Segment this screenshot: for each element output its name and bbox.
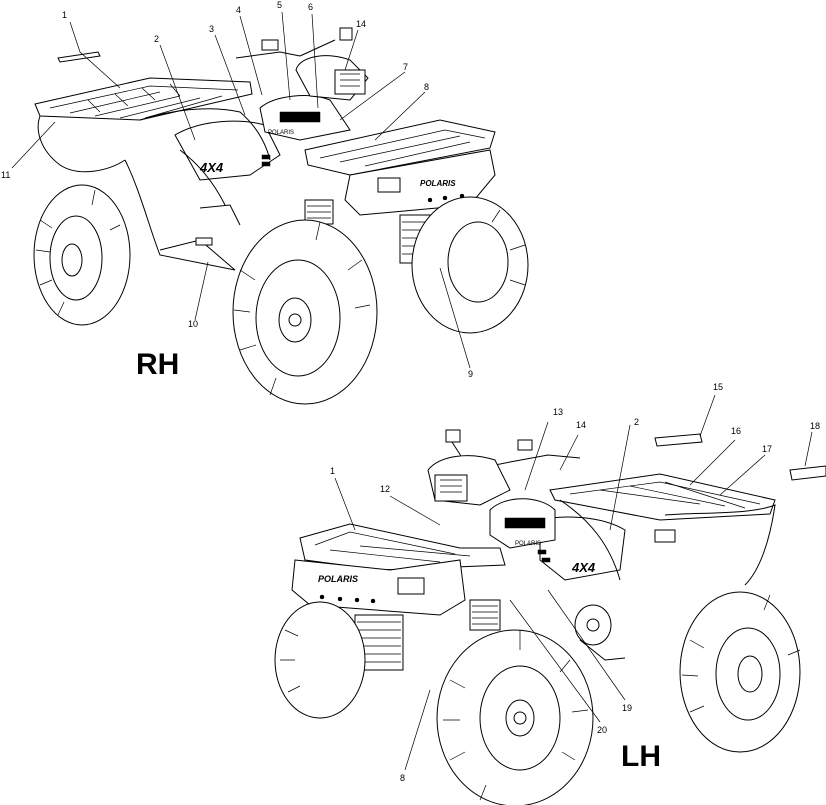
lh-rear-fender [559,499,776,586]
lh-front-nose: POLARIS [291,559,501,671]
callout-rh-3: 3 [209,24,214,34]
callout-rh-8: 8 [424,82,429,92]
callout-lh-19: 19 [622,703,632,713]
callout-lh-16: 16 [731,426,741,436]
brand-decal-tank: POLARIS [268,130,294,136]
callout-lh-2: 2 [634,417,639,427]
callout-rh-10: 10 [188,319,198,329]
callout-rh-6: 6 [308,2,313,12]
callout-rh-11: 11 [1,170,10,180]
callout-rh-9: 9 [468,369,473,379]
brand-decal-front: POLARIS [420,179,456,188]
rh-front-wheel [232,219,378,405]
lh-view-label: LH [621,740,661,773]
callout-lh-15: 15 [713,382,723,392]
handlebars [235,27,369,101]
lh-front-left-wheel [274,601,366,719]
lh-body: 4X4 [537,516,626,661]
callout-lh-17: 17 [762,444,772,454]
decal-strip-18 [789,465,826,481]
lh-rear-rack [549,473,776,521]
callout-lh-20: 20 [597,725,607,735]
callout-lh-18: 18 [810,421,820,431]
lh-handlebars [427,429,581,506]
rh-view-label: RH [136,348,180,381]
callout-lh-14: 14 [576,420,586,430]
lh-rear-wheel [679,591,801,753]
callout-lh-13: 13 [553,407,563,417]
front-rack [304,119,496,176]
callout-lh-1: 1 [330,466,335,476]
callout-rh-2: 2 [154,34,159,44]
body: 4X4 [37,108,281,271]
rh-view: 4X4 POLARIS [1,0,529,405]
rh-leader-lines [11,11,471,369]
lh-front-rack [299,523,506,571]
callout-rh-5: 5 [277,0,282,10]
callout-rh-4: 4 [236,5,241,15]
rh-callout-numbers: 1 2 3 4 5 6 14 7 8 11 10 9 [1,0,473,379]
callout-rh-1: 1 [62,10,67,20]
tank: POLARIS [259,95,351,141]
drive-decal: 4X4 [199,160,224,175]
lh-drive-decal: 4X4 [571,560,596,575]
lh-brand-decal-front: POLARIS [318,574,358,584]
decal-strip-15 [654,433,703,447]
lh-leader-lines [334,394,813,771]
lh-brand-decal-tank: POLARIS [515,541,541,547]
rear-rack [34,77,253,121]
callout-lh-12: 12 [380,484,390,494]
lh-front-wheel [436,629,594,805]
lh-tank: POLARIS [489,498,556,549]
rh-front-right-wheel [411,196,529,334]
decal-strip [57,51,101,63]
rh-rear-left-wheel [33,184,131,326]
callout-lh-8: 8 [400,773,405,783]
lh-callout-numbers: 13 14 2 15 16 17 18 1 12 19 20 8 [330,382,820,783]
callout-rh-14: 14 [356,19,366,29]
lh-view: 4X4 POLARIS [274,382,826,805]
callout-rh-7: 7 [403,62,408,72]
